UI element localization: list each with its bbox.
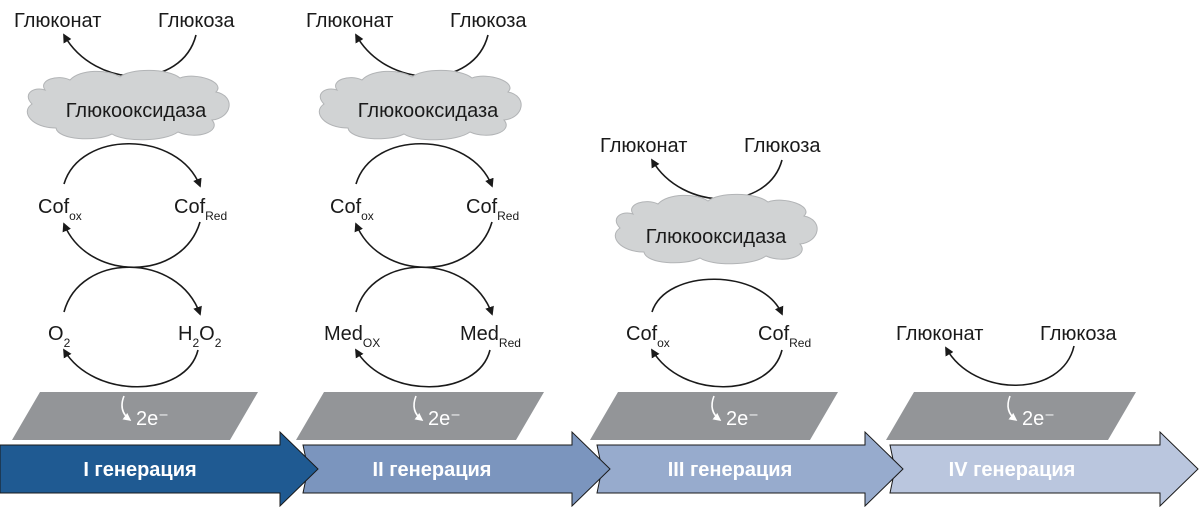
generation-label-1: I генерация: [83, 459, 196, 481]
electron-transfer-arrow: [711, 395, 722, 421]
medox-to-medred-arrow: [355, 266, 494, 316]
electrode: [12, 392, 258, 440]
glucose-to-gluconate-arrow: [63, 33, 197, 77]
generation-label-3: III генерация: [668, 459, 792, 481]
electron-transfer-arrow: [413, 395, 424, 421]
electron-transfer-arrow: [121, 395, 132, 421]
enzyme-to-cofred-arrow: [63, 143, 202, 188]
cofactor-red-label: CofRed: [466, 196, 519, 223]
glucose-to-gluconate-arrow: [355, 33, 489, 77]
glucose-label: Глюкоза: [158, 10, 235, 32]
generation-arrow-1: [0, 430, 319, 507]
enzyme-label: Глюкооксидаза: [66, 100, 207, 122]
cofred-to-cofox-arrow: [651, 348, 783, 388]
cofred-to-cofox-arrow: [354, 221, 493, 268]
glucose-label: Глюкоза: [744, 135, 821, 157]
gluconate-label: Глюконат: [306, 10, 393, 32]
generation-label-2: II генерация: [373, 459, 492, 481]
medred-to-medox-arrow: [355, 348, 491, 388]
cofactor-red-label: CofRed: [174, 196, 227, 223]
electrode: [590, 392, 838, 440]
enzyme-cloud: [318, 69, 522, 141]
generation-arrows: I генерация II генерация III генерация I…: [0, 430, 1199, 507]
mediator-red-label: MedRed: [460, 323, 521, 350]
glucose-to-gluconate-arrow: [651, 158, 783, 200]
electrons-label: 2e⁻: [726, 408, 759, 430]
mediator-ox-label: MedOX: [324, 323, 380, 350]
generation-1-scheme: Глюконат Глюкоза Глюкооксидаза Cofox Cof…: [12, 10, 258, 440]
cofred-to-cofox-arrow: [62, 221, 201, 268]
generation-label-4: IV генерация: [949, 459, 1076, 481]
generation-3-scheme: Глюконат Глюкоза Глюкооксидаза Cofox Cof…: [590, 135, 838, 440]
electrode: [296, 392, 544, 440]
electrons-label: 2e⁻: [1022, 408, 1055, 430]
cofactor-ox-label: Cofox: [330, 196, 374, 223]
enzyme-to-cofred-arrow: [651, 278, 784, 316]
electrons-label: 2e⁻: [136, 408, 169, 430]
electron-transfer-arrow: [1007, 395, 1018, 421]
gluconate-label: Глюконат: [896, 323, 983, 345]
generation-4-scheme: Глюконат Глюкоза 2e⁻: [886, 323, 1136, 440]
mediator-ox-label: O2: [48, 323, 71, 350]
cofactor-ox-label: Cofox: [626, 323, 670, 350]
enzyme-to-cofred-arrow: [355, 143, 494, 188]
mediator-red-label: H2O2: [178, 323, 222, 350]
gluconate-label: Глюконат: [14, 10, 101, 32]
glucose-to-gluconate-arrow: [945, 345, 1075, 386]
enzyme-label: Глюкооксидаза: [646, 226, 787, 248]
electrons-label: 2e⁻: [428, 408, 461, 430]
cofactor-ox-label: Cofox: [38, 196, 82, 223]
generation-2-scheme: Глюконат Глюкоза Глюкооксидаза Cofox Cof…: [296, 10, 544, 440]
gluconate-label: Глюконат: [600, 135, 687, 157]
enzyme-cloud: [614, 193, 818, 265]
enzyme-cloud: [26, 69, 230, 141]
glucose-label: Глюкоза: [450, 10, 527, 32]
h2o2-to-o2-arrow: [63, 348, 199, 388]
o2-to-h2o2-arrow: [63, 266, 202, 316]
enzyme-label: Глюкооксидаза: [358, 100, 499, 122]
cofactor-red-label: CofRed: [758, 323, 811, 350]
glucose-label: Глюкоза: [1040, 323, 1117, 345]
